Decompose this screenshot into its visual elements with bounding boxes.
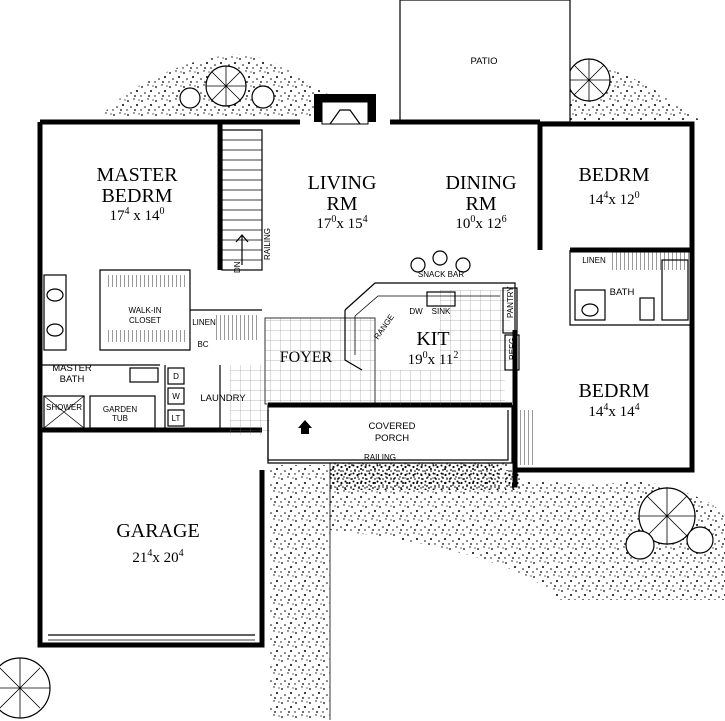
garage-dims: 214x 204: [132, 548, 183, 566]
refrigerator-box: [504, 334, 520, 371]
garage-label: GARAGE: [116, 520, 199, 542]
master-bedroom-dims: 174 x 140: [110, 206, 165, 224]
kitchen-dims: 190x 112: [408, 350, 459, 368]
bedroom-2-label: BEDRM: [578, 380, 649, 402]
stairs: [221, 129, 263, 271]
porch-railing-label: RAILING: [364, 453, 396, 462]
linen-bath-label: LINEN: [582, 256, 606, 265]
toilet-icon: [129, 367, 159, 383]
exterior-walls: [37, 119, 695, 648]
vanity-box: [43, 274, 67, 351]
bc-label: BC: [197, 340, 208, 349]
dining-room-label-2: RM: [465, 193, 496, 215]
living-room-label-1: LIVING: [308, 172, 377, 194]
washer-icon: [167, 387, 185, 405]
dishwasher-label: DW: [409, 307, 423, 316]
porch-label-1: COVERED: [369, 421, 416, 432]
shower-box: [43, 395, 85, 429]
living-room-label-2: RM: [326, 193, 357, 215]
patio-slab: [399, 0, 571, 123]
garden-tub-box: [89, 395, 156, 429]
linen-master-label: LINEN: [192, 318, 216, 327]
walk-in-closet-label-1: WALK-IN: [128, 306, 161, 315]
bedroom-2-dims: 144x 144: [588, 402, 639, 420]
bath-label: BATH: [610, 287, 635, 298]
tub-icon: [661, 259, 689, 321]
pantry-box: [502, 287, 518, 334]
sink-icon: [426, 291, 456, 307]
garden-tub-label-2: TUB: [112, 414, 128, 423]
kitchen-tile-upper: [440, 290, 510, 370]
shower-label: SHOWER: [46, 403, 82, 412]
master-bath-label-2: BATH: [60, 374, 85, 385]
kitchen-label: KIT: [416, 328, 449, 350]
living-room-dims: 170x 154: [316, 214, 367, 232]
toilet-icon-2: [639, 297, 655, 321]
dining-room-label-1: DINING: [445, 172, 516, 194]
master-bedroom-label-1: MASTER: [96, 164, 178, 186]
master-bath-label-1: MASTER: [52, 363, 92, 374]
pantry-label: PANTRY: [506, 286, 515, 318]
range-label: RANGE: [372, 313, 396, 341]
washer-label: W: [172, 392, 180, 401]
snack-bar-label: SNACK BAR: [418, 270, 464, 279]
dining-room-dims: 100x 126: [455, 214, 506, 232]
down-label: DN: [233, 261, 242, 273]
laundry-tub-icon: [167, 409, 185, 427]
laundry-label: LAUNDRY: [200, 393, 246, 404]
refrigerator-label: REFG: [508, 338, 517, 360]
stool-icon: [410, 257, 426, 273]
stair-railing-label: RAILING: [263, 228, 272, 260]
sink-label: SINK: [432, 307, 451, 316]
entry-arrow-icon: [298, 420, 312, 434]
kitchen-counters: [344, 250, 520, 405]
vanity-box-2: [574, 289, 606, 321]
bedroom-1-dims: 144x 120: [588, 190, 639, 208]
porch-label-2: PORCH: [375, 433, 409, 444]
kitchen-tile-lower: [375, 370, 505, 405]
master-bedroom-label-2: BEDRM: [101, 185, 172, 207]
porch: [267, 410, 509, 720]
dryer-icon: [167, 367, 185, 385]
walk-in-closet-label-2: CLOSET: [129, 316, 161, 325]
laundry-tile: [230, 365, 270, 435]
bath-fixtures: [43, 259, 689, 429]
foyer-tile: [264, 317, 376, 405]
foyer-label: FOYER: [280, 349, 333, 366]
laundry-tub-label: LT: [172, 414, 181, 423]
garden-tub-label-1: GARDEN: [103, 405, 137, 414]
shrubs: [0, 58, 714, 719]
basin-icon: [46, 288, 64, 302]
closet-hatch: [105, 252, 690, 465]
dryer-label: D: [173, 372, 179, 381]
bedroom-1-label: BEDRM: [578, 164, 649, 186]
fireplace: [314, 94, 376, 125]
patio-label: PATIO: [470, 56, 497, 67]
